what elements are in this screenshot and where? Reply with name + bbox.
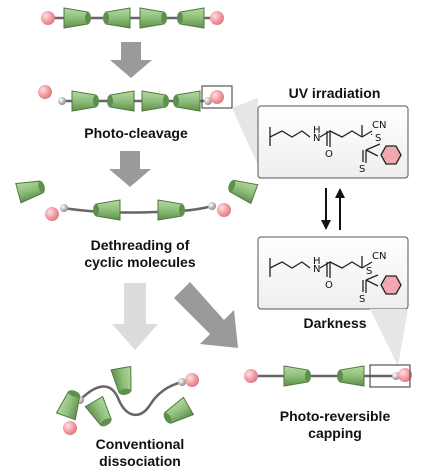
zoom-wedge [232, 98, 258, 165]
ring [63, 7, 91, 29]
rotaxane-recapped [244, 364, 412, 388]
label-uv-irradiation: UV irradiation [288, 85, 381, 101]
ring [228, 179, 259, 205]
atom-o: O [325, 280, 333, 291]
process-arrow [174, 282, 238, 348]
atom-cn: CN [372, 251, 386, 262]
atom-s-radical: S [375, 133, 381, 144]
rotaxane-dissociated [55, 365, 199, 435]
atom-h: H [313, 125, 321, 136]
ring [337, 365, 365, 387]
label-dethreading-line2: cyclic molecules [84, 254, 196, 270]
process-arrow [109, 151, 151, 187]
zoom-box [369, 364, 411, 388]
atom-s-bridge: S [366, 266, 372, 277]
zoom-box [201, 85, 233, 109]
ring [71, 90, 99, 112]
ring [110, 365, 132, 395]
ring [157, 199, 185, 221]
stopper-cap [41, 11, 55, 25]
ring [15, 180, 45, 204]
label-photo-reversible-line1: Photo-reversible [279, 408, 391, 424]
label-conventional-line2: dissociation [99, 453, 181, 469]
label-photo-reversible-line2: capping [308, 425, 362, 441]
atom-cn: CN [372, 120, 386, 131]
atom-n: N [313, 264, 320, 275]
stopper-cap [398, 368, 412, 382]
stopper-cap [210, 90, 224, 104]
ring [139, 7, 167, 29]
atom-s-thione: S [359, 294, 365, 305]
stopper-cap [244, 369, 258, 383]
phenyl-ring [380, 145, 402, 165]
stopper-cap [217, 203, 231, 217]
zoom-wedge [370, 309, 408, 366]
stopper-cap [185, 373, 199, 387]
stopper-cap [45, 207, 59, 221]
structure-panel-uv: H N O CN S · S [257, 105, 409, 179]
ring [177, 7, 205, 29]
ring [173, 90, 201, 112]
ring [55, 390, 81, 421]
stopper-cap [210, 11, 224, 25]
phenyl-ring [380, 275, 402, 295]
ring [283, 365, 311, 387]
label-dethreading-line1: Dethreading of [90, 237, 190, 253]
radical-dot: · [370, 130, 373, 141]
label-photo-cleavage: Photo-cleavage [84, 125, 188, 141]
label-darkness: Darkness [303, 315, 367, 331]
process-arrow [110, 42, 152, 78]
ring [93, 199, 121, 221]
ring [84, 395, 112, 427]
atom-n: N [313, 133, 320, 144]
stopper-cap [63, 421, 77, 435]
label-conventional-line1: Conventional [95, 436, 185, 452]
rotaxane-intact [41, 7, 224, 29]
rotaxane-cleaving [38, 85, 233, 112]
atom-h: H [313, 256, 321, 267]
atom-s-thione: S [359, 164, 365, 175]
stopper-cap [38, 85, 52, 99]
ring [163, 396, 195, 424]
atom-o: O [325, 149, 333, 160]
structure-panel-dark: H N O CN S S [257, 236, 409, 310]
reversible-arrows [321, 188, 345, 230]
rotaxane-dethreading [15, 179, 259, 221]
ring [107, 90, 135, 112]
process-arrow-faded [112, 283, 158, 350]
ring [103, 7, 131, 29]
ring [141, 90, 169, 112]
